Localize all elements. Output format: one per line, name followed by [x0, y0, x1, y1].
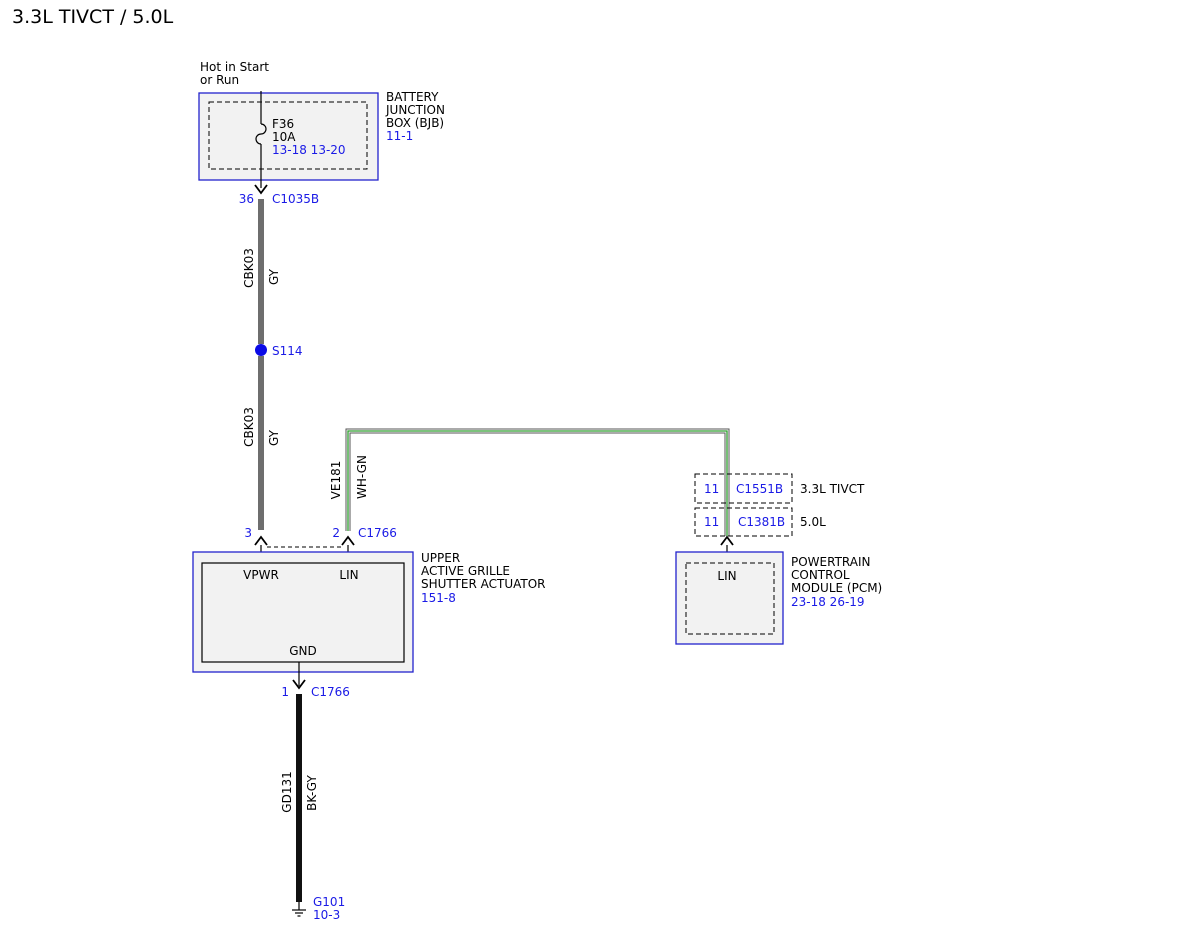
- actuator-pin-gnd-label: GND: [289, 644, 317, 658]
- actuator-pin-vpwr-label: VPWR: [243, 568, 279, 582]
- pcm-name-line3: MODULE (PCM): [791, 581, 882, 595]
- connector-c1766-bottom-symbol: [292, 662, 306, 690]
- pcm-connector-boxes: [694, 473, 793, 537]
- fuse-name: F36: [272, 117, 294, 131]
- c1035b-link[interactable]: C1035B: [272, 192, 319, 206]
- pcm-name-line1: POWERTRAIN: [791, 555, 871, 569]
- c1766-vpwr-pin: 3: [244, 526, 252, 540]
- pcm-connector-1-variant: 3.3L TIVCT: [800, 482, 865, 496]
- c1035b-pin: 36: [239, 192, 254, 206]
- ground-g101-link[interactable]: G101: [313, 895, 345, 909]
- bjb-name-line3: BOX (BJB): [386, 116, 444, 130]
- wire-ve181-color: WH-GN: [355, 455, 369, 499]
- pcm-connector-2-link[interactable]: C1381B: [738, 515, 785, 529]
- pcm-connector-1-link[interactable]: C1551B: [736, 482, 783, 496]
- wire-gd131-color: BK-GY: [305, 775, 319, 811]
- bjb-ref-link[interactable]: 11-1: [386, 129, 413, 143]
- pcm-connector-1-pin: 11: [704, 482, 719, 496]
- ground-ref-link[interactable]: 10-3: [313, 908, 340, 922]
- splice-s114-dot[interactable]: [255, 344, 267, 356]
- wire-cbk03-upper-circuit: CBK03: [242, 248, 256, 288]
- c1766-top-link[interactable]: C1766: [358, 526, 397, 540]
- actuator-name-line1: UPPER: [421, 551, 460, 565]
- wire-ve181-circuit: VE181: [329, 461, 343, 500]
- connector-c1035b-symbol: [254, 184, 268, 195]
- actuator-ref-link[interactable]: 151-8: [421, 591, 456, 605]
- fuse-ref-link[interactable]: 13-18 13-20: [272, 143, 346, 157]
- pcm-pin-lin-label: LIN: [717, 569, 736, 583]
- power-source-label-line2: or Run: [200, 73, 239, 87]
- grille-shutter-actuator[interactable]: [192, 551, 414, 673]
- fuse-f36-symbol[interactable]: [255, 91, 267, 188]
- wire-cbk03-lower-color: GY: [267, 429, 281, 446]
- page-title: 3.3L TIVCT / 5.0L: [12, 6, 174, 28]
- actuator-name-line3: SHUTTER ACTUATOR: [421, 577, 546, 591]
- pcm-connector-2-variant: 5.0L: [800, 515, 826, 529]
- bjb-name-line1: BATTERY: [386, 90, 439, 104]
- power-source-label-line1: Hot in Start: [200, 60, 269, 74]
- actuator-pin-lin-label: LIN: [339, 568, 358, 582]
- pcm-name-line2: CONTROL: [791, 568, 850, 582]
- ground-symbol-icon: [292, 902, 306, 917]
- wire-cbk03-upper-color: GY: [267, 268, 281, 285]
- c1766-lin-pin: 2: [332, 526, 340, 540]
- wire-ve181[interactable]: [345, 428, 730, 536]
- fuse-rating: 10A: [272, 130, 296, 144]
- battery-junction-box[interactable]: [198, 92, 379, 181]
- bjb-name-line2: JUNCTION: [385, 103, 445, 117]
- pcm-ref-link[interactable]: 23-18 26-19: [791, 595, 865, 609]
- pcm-connector-2-pin: 11: [704, 515, 719, 529]
- wire-gd131-circuit: GD131: [280, 771, 294, 812]
- actuator-name-line2: ACTIVE GRILLE: [421, 564, 510, 578]
- c1766-bottom-link[interactable]: C1766: [311, 685, 350, 699]
- wire-cbk03-lower-circuit: CBK03: [242, 407, 256, 447]
- powertrain-control-module[interactable]: [675, 551, 784, 645]
- c1766-gnd-pin: 1: [281, 685, 289, 699]
- splice-s114-link[interactable]: S114: [272, 344, 303, 358]
